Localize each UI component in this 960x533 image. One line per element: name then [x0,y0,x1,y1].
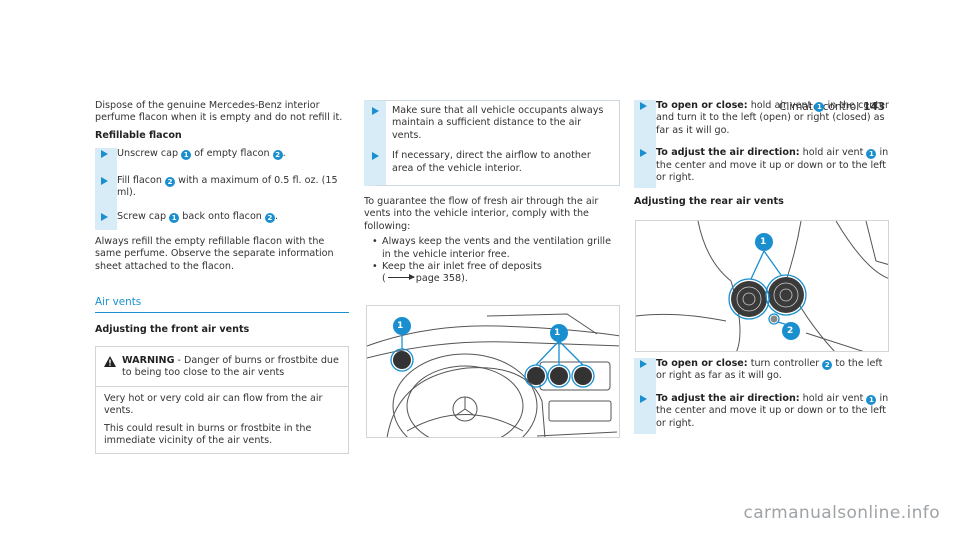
air-vents-title: Air vents [95,296,142,309]
warning-icon [104,355,122,380]
step-rear-open-close: To open or close: turn controller 2 to t… [634,358,890,393]
figure-callout-1: 1 [554,328,561,338]
page-number: 143 [863,101,886,113]
callout-1: 1 [866,149,877,160]
list-item: Keep the air inlet free of deposits(page… [370,261,620,286]
warning-label: WARNING [122,354,175,366]
step-unscrew: Unscrew cap 1 of empty flacon 2. [95,148,351,170]
column-2: Make sure that all vehicle occupants alw… [364,100,620,438]
front-vents-illustration: 1 1 [366,305,620,438]
step-fill: Fill flacon 2 with a maximum of 0.5 fl. … [95,171,351,208]
refill-steps: Unscrew cap 1 of empty flacon 2. Fill fl… [95,148,351,230]
callout-1: 1 [814,102,825,112]
step-arrow-icon [95,175,117,189]
refill-note: Always refill the empty refillable flaco… [95,235,334,272]
rear-vents-heading: Adjusting the rear air vents [634,196,784,208]
page-reference-link[interactable]: page 358). [415,273,468,285]
step-arrow-icon [634,100,656,114]
rear-vents-illustration: 1 2 [635,220,889,352]
page-ref-arrow-icon [387,274,415,281]
step-rear-adjust-direction: To adjust the air direction: hold air ve… [634,393,890,430]
callout-1: 1 [866,394,877,405]
watermark: carmanualsonline.info [743,503,940,523]
warning-text: - Danger of burns or frostbite due to be… [122,354,339,379]
rear-vent-steps: To open or close: turn controller 2 to t… [634,358,890,435]
step-arrow-icon [634,393,656,407]
step-arrow-icon [634,147,656,161]
callout-1: 1 [181,150,192,161]
air-vents-section: Air vents [95,296,349,314]
requirements-list: Always keep the vents and the ventilatio… [364,236,620,286]
step-arrow-icon [634,358,656,372]
warning-paragraph-1: Very hot or very cold air can flow from … [104,392,323,417]
callout-2: 2 [822,360,833,370]
figure-callout-1: 1 [760,237,767,247]
intro-text: Dispose of the genuine Mercedes-Benz int… [95,100,343,124]
step-adjust-direction: To adjust the air direction: hold air ve… [634,147,890,184]
fresh-air-paragraph: To guarantee the flow of fresh air throu… [364,196,599,232]
list-item: Always keep the vents and the ventilatio… [370,236,620,261]
step-arrow-icon [364,105,392,119]
step-open-close: To open or close: hold air vent 1 in the… [634,100,890,147]
figure-callout-2: 2 [787,326,794,336]
dashboard-drawing [367,313,619,437]
callout-1: 1 [169,213,180,224]
front-vents-heading: Adjusting the front air vents [95,324,250,336]
step-arrow-icon [95,148,117,162]
step-keep-distance: Make sure that all vehicle occupants alw… [364,105,613,150]
warning-paragraph-2: This could result in burns or frostbite … [104,422,312,446]
step-arrow-icon [364,150,392,164]
step-redirect-airflow: If necessary, direct the airflow to anot… [364,150,613,175]
column-1: Dispose of the genuine Mercedes-Benz int… [95,100,351,455]
callout-2: 2 [264,213,275,224]
figure-callout-1: 1 [397,321,404,331]
callout-2: 2 [165,176,176,187]
warning-box: WARNING - Danger of burns or frostbite d… [95,345,349,455]
warning-actions-box: Make sure that all vehicle occupants alw… [364,100,620,187]
callout-2: 2 [272,150,283,161]
front-vent-steps: To open or close: hold air vent 1 in the… [634,100,890,189]
step-screw: Screw cap 1 back onto flacon 2. [95,207,351,229]
column-3: To open or close: hold air vent 1 in the… [634,100,890,435]
refillable-heading: Refillable flacon [95,129,182,141]
rear-console-drawing [636,221,888,351]
step-arrow-icon [95,211,117,225]
